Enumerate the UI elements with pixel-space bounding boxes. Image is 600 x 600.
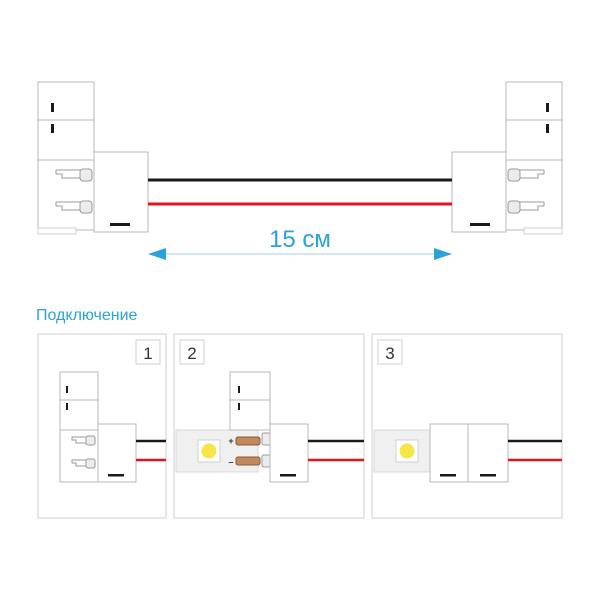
step-number-box [135,339,161,365]
step-panel-3: 3 [371,333,563,519]
polarity-minus: – [228,457,233,467]
step-panel-2: 2 + – [173,333,365,519]
step-number-box [179,339,205,365]
arrow-left-icon [148,248,166,260]
left-connector-lock-slot [110,223,130,226]
polarity-plus: + [228,436,233,446]
right-connector-upper-block [505,81,563,161]
left-connector-body [93,151,149,233]
right-connector-pins [507,168,545,214]
right-connector-lock-slot [470,223,490,226]
left-connector-pins [55,168,93,214]
left-connector [37,81,149,235]
top-cable-assembly: 15 см [37,81,563,260]
step-panel-1: 1 [37,333,167,519]
right-connector-body [451,151,507,233]
led-chip-icon [197,439,221,463]
led-chip-icon [395,439,419,463]
step-number: 2 [187,344,196,363]
step-number: 1 [143,344,152,363]
right-connector [451,81,563,235]
arrow-right-icon [434,248,452,260]
section-title: Подключение [36,307,138,324]
step-number: 3 [385,344,394,363]
left-connector-upper-block [37,81,95,161]
step-number-box [377,339,403,365]
dimension-arrow [148,248,452,260]
dimension-label: 15 см [269,226,331,253]
